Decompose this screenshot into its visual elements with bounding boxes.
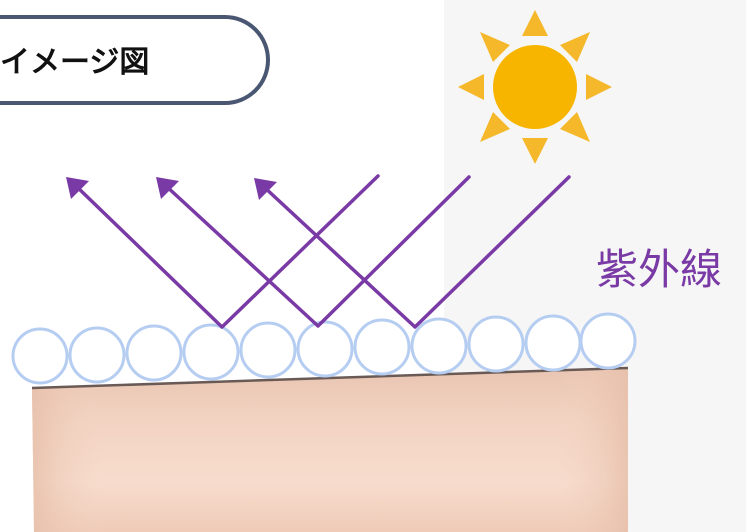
arrowhead (66, 177, 89, 199)
particle (524, 314, 582, 372)
sun-icon (458, 10, 612, 164)
uv-rays (73, 174, 571, 329)
uv-ray (163, 175, 471, 328)
uv-label: 紫外線 (596, 245, 723, 294)
particle (182, 323, 240, 381)
particle (353, 318, 411, 376)
uv-ray (261, 175, 571, 329)
skin-surface (31, 366, 629, 532)
particle (410, 317, 468, 375)
particle (467, 315, 525, 373)
particle (68, 326, 126, 384)
uv-ray (73, 174, 380, 329)
particle (579, 312, 637, 370)
arrowhead (156, 177, 179, 199)
particle (239, 321, 297, 379)
particle (296, 320, 354, 378)
particle (125, 324, 183, 382)
arrowhead (254, 178, 277, 200)
ray-arrowheads (66, 177, 277, 200)
title-pill (0, 15, 270, 105)
uv-blocking-particles (11, 312, 637, 385)
diagram-title: イメージ図 (0, 45, 150, 80)
particle (11, 327, 69, 385)
